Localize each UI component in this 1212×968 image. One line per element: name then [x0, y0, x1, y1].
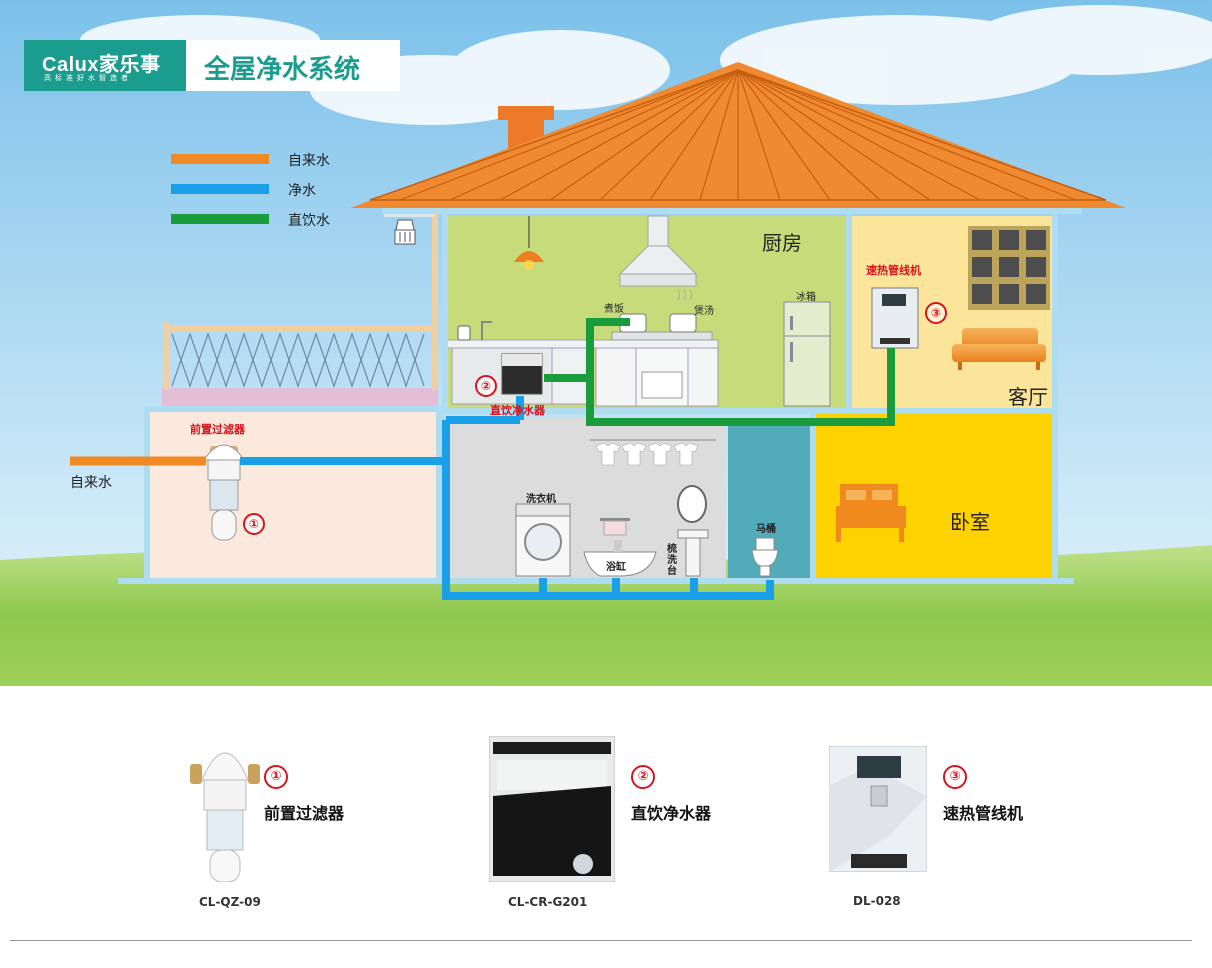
label-fridge: 冰箱 [796, 292, 816, 303]
window-icon [968, 226, 1050, 310]
house-diagram [0, 0, 1212, 686]
heater-device-icon [871, 287, 919, 349]
pure-water-pipes [240, 396, 774, 600]
marker-3: ③ [925, 302, 947, 324]
label-rice-cooker: 煮饭 [604, 304, 624, 315]
pipes [70, 318, 895, 600]
room-label-kitchen: 厨房 [762, 231, 802, 255]
tag-heater: 速热管线机 [866, 264, 921, 277]
label-washer: 洗衣机 [526, 494, 556, 505]
sofa-icon [952, 328, 1046, 370]
product-2-number: ② [631, 765, 655, 789]
wall-lamp-icon [384, 214, 434, 245]
product-3-number: ③ [943, 765, 967, 789]
product-2-model: CL-CR-G201 [508, 895, 588, 909]
marker-2: ② [475, 375, 497, 397]
product-image-heater [829, 746, 927, 872]
label-bathtub: 浴缸 [606, 562, 626, 573]
purifier-device-icon [501, 353, 543, 395]
product-image-pre-filter [190, 752, 260, 882]
bottom-divider [10, 940, 1192, 941]
bed-icon [836, 484, 906, 542]
brand-slogan: 高标准好水智造者 [44, 74, 132, 82]
toilet-icon [751, 537, 779, 577]
legend-label-tap: 自来水 [288, 153, 330, 169]
drinking-water-pipes [544, 318, 895, 426]
page-title: 全屋净水系统 [204, 55, 361, 85]
label-toilet: 马桶 [756, 524, 776, 535]
pre-filter-device-icon [203, 444, 245, 541]
label-soup-pot: 煲汤 [694, 306, 714, 317]
brand-logo: Calux家乐事 高标准好水智造者 [24, 40, 186, 91]
fridge-icon [783, 301, 831, 407]
tag-pre-filter: 前置过滤器 [190, 423, 245, 436]
legend-line-pure [171, 184, 269, 194]
product-2-name: 直饮净水器 [631, 804, 712, 823]
brand-name: Calux家乐事 [42, 54, 161, 76]
product-image-purifier [489, 736, 615, 882]
bathtub-icon [583, 540, 657, 577]
entry-room [148, 410, 438, 578]
room-label-living: 客厅 [1008, 385, 1048, 409]
balcony [162, 214, 438, 408]
product-1-number: ① [264, 765, 288, 789]
pendant-lamp-icon [514, 216, 544, 270]
product-3-model: DL-028 [853, 894, 901, 908]
legend-label-pure: 净水 [288, 183, 316, 199]
marker-1: ① [243, 513, 265, 535]
tag-purifier: 直饮净水器 [490, 404, 545, 417]
legend-line-drinking [171, 214, 269, 224]
room-label-bedroom: 卧室 [950, 510, 990, 534]
washer-icon [515, 503, 571, 577]
towel-rack-icon [600, 518, 630, 536]
legend-line-tap [171, 154, 269, 164]
title-box: 全屋净水系统 [186, 40, 400, 91]
product-3-name: 速热管线机 [943, 804, 1024, 823]
label-washbasin: 梳洗台 [667, 544, 677, 577]
roof [350, 62, 1126, 214]
legend-label-drinking: 直饮水 [288, 213, 330, 229]
shirt-icons [595, 442, 699, 466]
kettle-icon [457, 321, 492, 341]
washbasin-icon [677, 485, 709, 577]
product-1-model: CL-QZ-09 [199, 895, 261, 909]
product-1-name: 前置过滤器 [264, 804, 345, 823]
inlet-label: 自来水 [70, 475, 112, 491]
range-hood-icon [618, 215, 698, 287]
